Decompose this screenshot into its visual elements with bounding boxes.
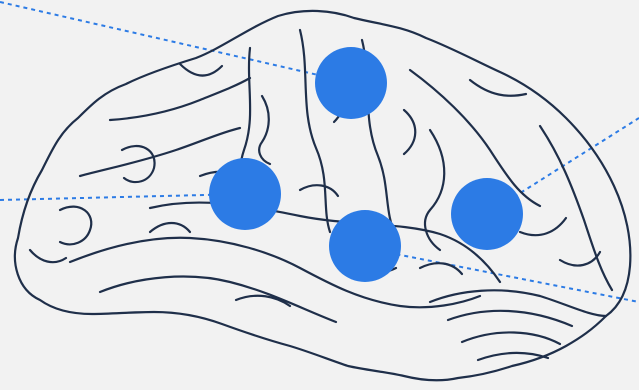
temporal-gyrus xyxy=(100,277,336,322)
frontal-sulcus xyxy=(80,128,240,176)
marker-top[interactable] xyxy=(315,47,387,119)
marker-center[interactable] xyxy=(329,210,401,282)
marker-front[interactable] xyxy=(209,158,281,230)
gyrus-detail xyxy=(520,218,566,235)
gyrus-detail xyxy=(560,252,600,266)
gyrus-detail xyxy=(300,185,338,196)
gyrus-detail xyxy=(180,64,222,76)
gyrus-detail xyxy=(420,263,462,274)
gyrus-detail xyxy=(259,96,270,164)
frontal-sulcus xyxy=(110,78,250,120)
gyrus-detail xyxy=(60,207,91,245)
gyrus-detail xyxy=(404,110,415,154)
marker-back[interactable] xyxy=(451,178,523,250)
gyrus-detail xyxy=(470,80,526,96)
gyrus-detail xyxy=(30,250,66,262)
connector-lines xyxy=(0,2,639,302)
markers xyxy=(209,47,523,282)
gyrus-detail xyxy=(150,223,190,232)
gyrus-detail xyxy=(236,296,290,306)
sylvian-fissure xyxy=(150,203,500,282)
cerebellum-fold xyxy=(448,311,572,326)
connector-front-left xyxy=(0,194,245,200)
cerebellum-fold xyxy=(462,332,560,344)
